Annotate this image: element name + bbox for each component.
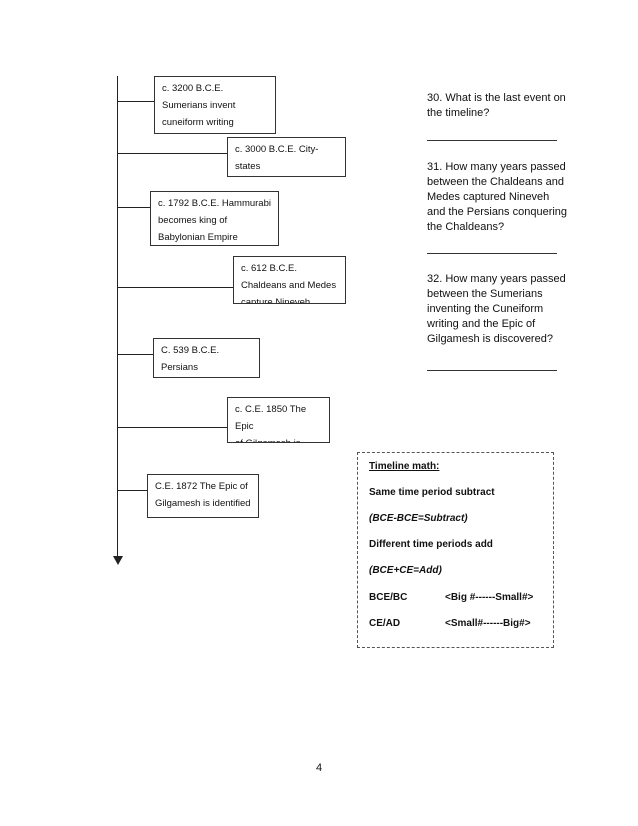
answer-blank-32[interactable] <box>427 370 557 371</box>
timeline-event: c. 3200 B.C.E. Sumerians invent cuneifor… <box>154 76 276 134</box>
connector-line <box>117 490 147 491</box>
timeline-axis <box>117 76 118 558</box>
connector-line <box>117 354 153 355</box>
math-rule-subtract-example: (BCE-BCE=Subtract) <box>369 513 468 524</box>
bce-label: BCE/BC <box>369 592 408 603</box>
timeline-event: c. C.E. 1850 The Epic of Gilgamesh is di… <box>227 397 330 443</box>
timeline-math-box: Timeline math: Same time period subtract… <box>357 452 554 648</box>
timeline-event: c. 1792 B.C.E. Hammurabi becomes king of… <box>150 191 279 246</box>
question-31: 31. How many years passed between the Ch… <box>427 161 568 233</box>
connector-line <box>117 287 233 288</box>
math-title: Timeline math: <box>369 461 440 472</box>
answer-blank-31[interactable] <box>427 253 557 254</box>
math-rule-add: Different time periods add <box>369 539 493 550</box>
timeline-event: C. 539 B.C.E. Persians conquer Chaldeans <box>153 338 260 378</box>
timeline-event: c. 3000 B.C.E. City-states arise in Sume… <box>227 137 346 177</box>
connector-line <box>117 207 150 208</box>
connector-line <box>117 427 227 428</box>
connector-line <box>117 153 227 154</box>
math-rule-subtract: Same time period subtract <box>369 487 495 498</box>
timeline-event: c. 612 B.C.E. Chaldeans and Medes captur… <box>233 256 346 304</box>
math-rule-add-example: (BCE+CE=Add) <box>369 565 442 576</box>
ce-label: CE/AD <box>369 618 401 629</box>
ce-direction: <Small#------Big#> <box>445 618 531 629</box>
page-number: 4 <box>315 762 323 774</box>
question-30: 30. What is the last event on the timeli… <box>427 92 566 119</box>
answer-blank-30[interactable] <box>427 140 557 141</box>
bce-direction: <Big #------Small#> <box>445 592 534 603</box>
question-32: 32. How many years passed between the Su… <box>427 273 566 345</box>
timeline-arrow-head <box>113 556 123 565</box>
connector-line <box>117 101 154 102</box>
timeline-event: C.E. 1872 The Epic of Gilgamesh is ident… <box>147 474 259 518</box>
